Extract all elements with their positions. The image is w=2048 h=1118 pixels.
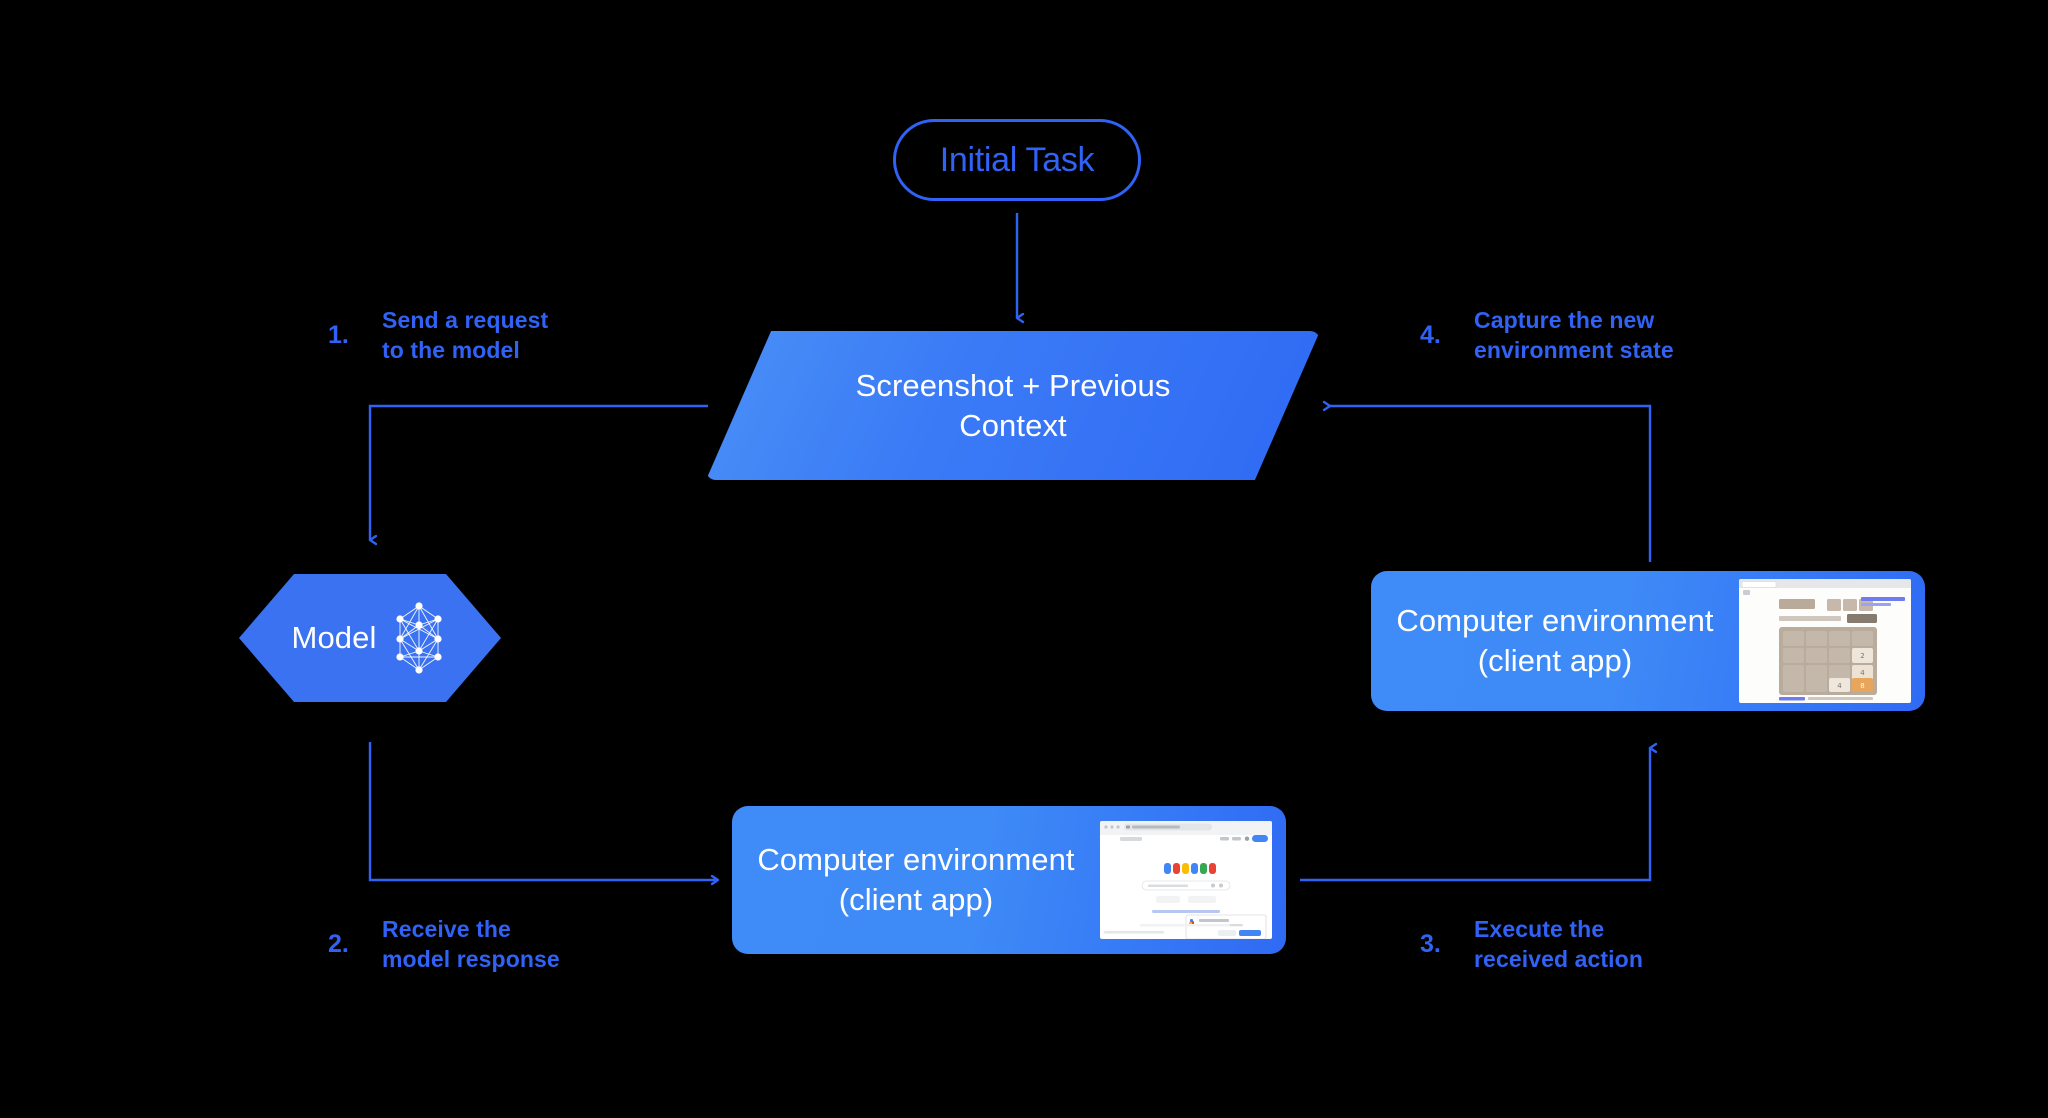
node-computer-environment-right[interactable]: Computer environment (client app)	[1371, 571, 1925, 711]
arrow-env-bottom-to-env-right	[1300, 748, 1650, 882]
svg-text:8: 8	[1860, 682, 1864, 690]
model-label: Model	[291, 620, 377, 655]
step-1-line1: Send a request	[382, 307, 549, 333]
step-1-number: 1.	[328, 320, 349, 349]
step-label-3: 3. Execute the received action	[1420, 914, 1643, 975]
parallelogram-shape	[706, 331, 1320, 480]
env-right-caption: Computer environment (client app)	[1371, 601, 1739, 682]
step-2-line2: model response	[382, 946, 560, 973]
node-model[interactable]: Model	[239, 574, 501, 702]
arrow-env-right-to-context	[1330, 406, 1652, 562]
step-3-text: Execute the received action	[1474, 914, 1643, 975]
node-initial-task[interactable]: Initial Task	[893, 119, 1141, 201]
step-1-line2: to the model	[382, 337, 520, 364]
step-label-2: 2. Receive the model response	[328, 914, 560, 975]
step-2-text: Receive the model response	[382, 914, 560, 975]
step-label-4: 4. Capture the new environment state	[1420, 305, 1674, 366]
env-right-thumbnail-wrap: 2 4 4 8	[1739, 579, 1911, 703]
context-label-line2: Context	[959, 407, 1067, 443]
env-bottom-line1: Computer environment	[757, 841, 1075, 877]
svg-text:4: 4	[1860, 669, 1865, 677]
svg-text:2: 2	[1860, 652, 1864, 660]
step-label-1: 1. Send a request to the model	[328, 305, 548, 366]
step-2-line1: Receive the	[382, 916, 511, 942]
env-bottom-line2: (client app)	[838, 882, 994, 917]
arrow-model-to-env-bottom	[368, 742, 718, 880]
step-4-line1: Capture the new	[1474, 307, 1655, 333]
env-bottom-caption: Computer environment (client app)	[732, 840, 1100, 921]
google-homepage-thumbnail	[1100, 821, 1272, 939]
step-3-line1: Execute the	[1474, 916, 1605, 942]
context-label-line1: Screenshot + Previous	[855, 367, 1171, 403]
svg-text:4: 4	[1837, 682, 1842, 690]
2048-game-thumbnail: 2 4 4 8	[1739, 579, 1911, 703]
context-label: Screenshot + Previous Context	[706, 331, 1320, 480]
initial-task-label: Initial Task	[939, 140, 1095, 179]
step-3-line2: received action	[1474, 946, 1643, 973]
env-right-line1: Computer environment	[1396, 602, 1714, 638]
step-2-number: 2.	[328, 929, 349, 958]
neural-network-icon	[396, 602, 443, 674]
node-screenshot-context[interactable]: Screenshot + Previous Context	[706, 331, 1320, 480]
step-3-number: 3.	[1420, 929, 1441, 958]
step-4-number: 4.	[1420, 320, 1441, 349]
arrow-context-to-model	[368, 404, 708, 540]
step-4-line2: environment state	[1474, 337, 1674, 364]
env-right-line2: (client app)	[1477, 643, 1633, 678]
step-1-text: Send a request to the model	[382, 305, 548, 366]
step-4-text: Capture the new environment state	[1474, 305, 1674, 366]
node-computer-environment-bottom[interactable]: Computer environment (client app)	[732, 806, 1286, 954]
hexagon-shape	[239, 574, 501, 702]
env-bottom-thumbnail-wrap	[1100, 821, 1272, 939]
